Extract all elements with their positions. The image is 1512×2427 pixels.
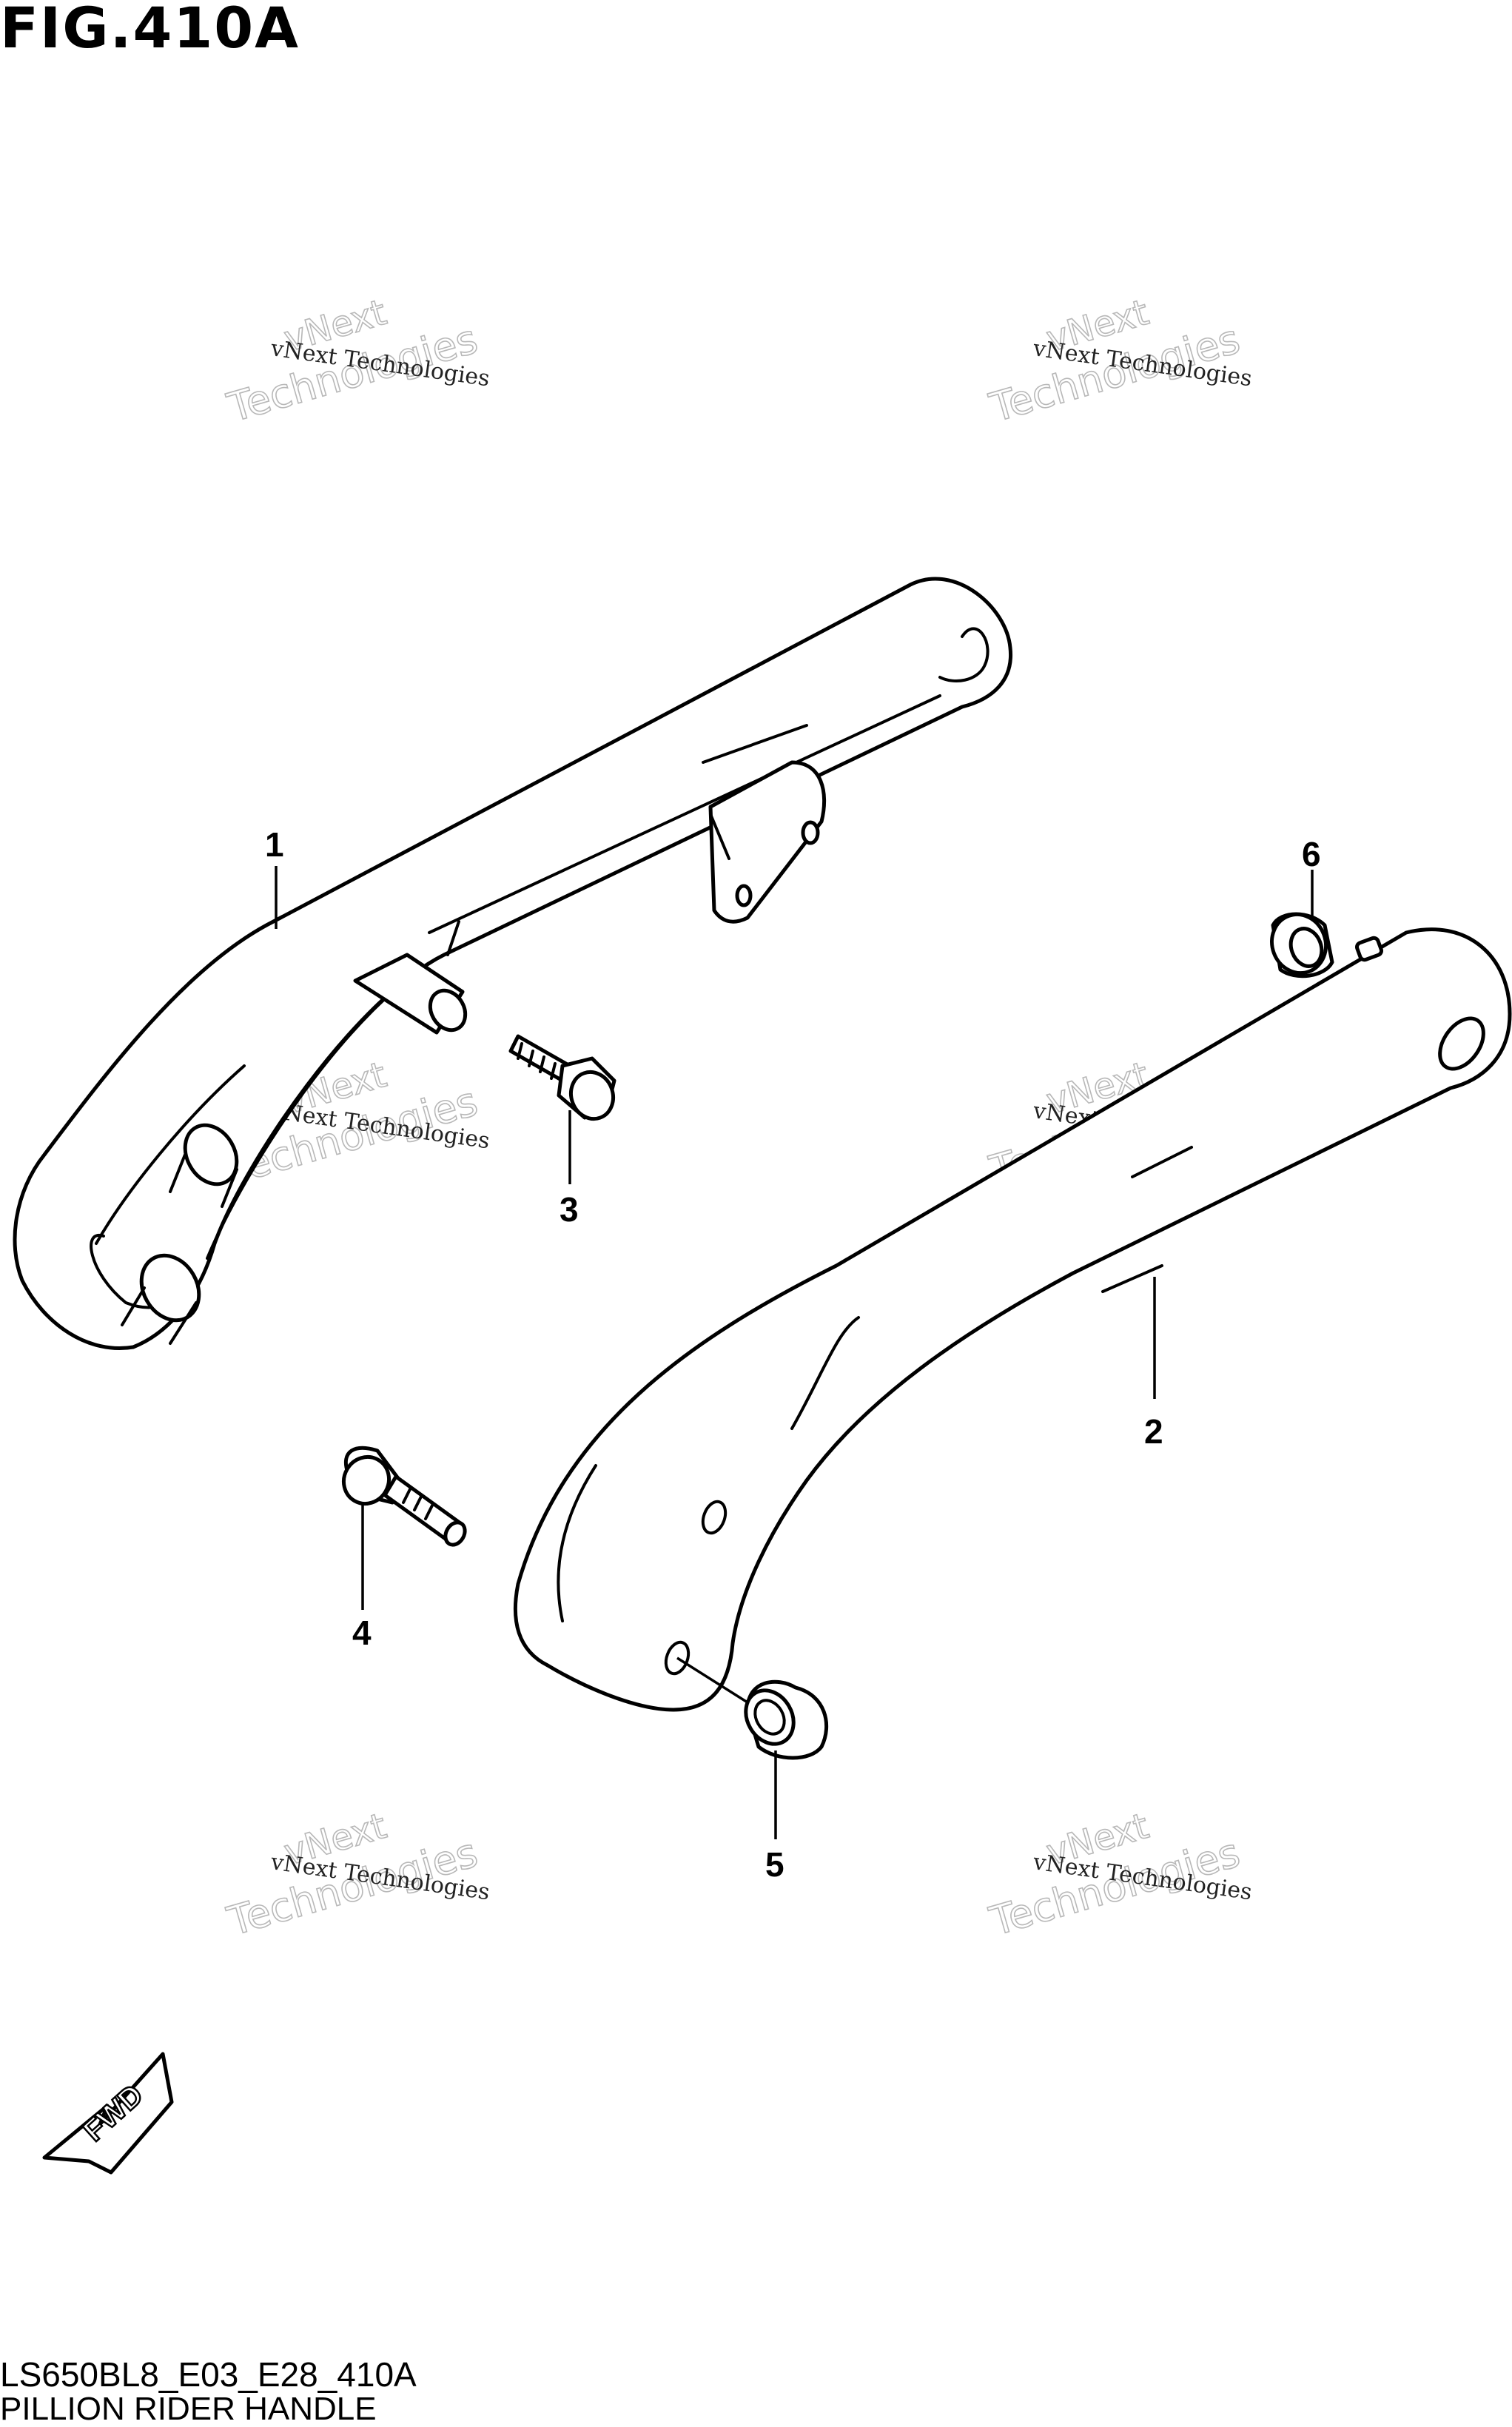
part-2-handle-bar xyxy=(513,927,1512,1712)
part-5-cap-nut xyxy=(744,1679,829,1760)
watermark-group-5: vNext Technologies vNext Technologies xyxy=(221,1805,491,1945)
part-6-cushion xyxy=(1270,912,1334,978)
callout-3: 3 xyxy=(560,1190,579,1229)
callout-2: 2 xyxy=(1144,1412,1163,1451)
callout-5: 5 xyxy=(765,1845,784,1884)
part-1-handle-loop xyxy=(13,577,1013,1350)
leader-5-hole xyxy=(676,1656,748,1704)
watermark-group-6: vNext Technologies vNext Technologies xyxy=(984,1805,1253,1945)
figure-code: LS650BL8_E03_E28_410A xyxy=(0,2355,417,2394)
callout-6: 6 xyxy=(1302,835,1321,873)
part-4-bolt xyxy=(341,1446,467,1547)
callout-4: 4 xyxy=(352,1614,372,1652)
watermark-group-2: vNext Technologies vNext Technologies xyxy=(984,291,1253,432)
callout-1: 1 xyxy=(265,825,284,864)
leader-lines xyxy=(275,866,1314,1839)
part-3-bolt xyxy=(508,1034,616,1121)
figure-name: PILLION RIDER HANDLE xyxy=(0,2391,377,2427)
watermark-group-1: vNext Technologies vNext Technologies xyxy=(221,291,491,432)
fwd-direction-marker: FWD xyxy=(42,2052,174,2175)
figure-title: FIG.410A xyxy=(0,0,300,61)
